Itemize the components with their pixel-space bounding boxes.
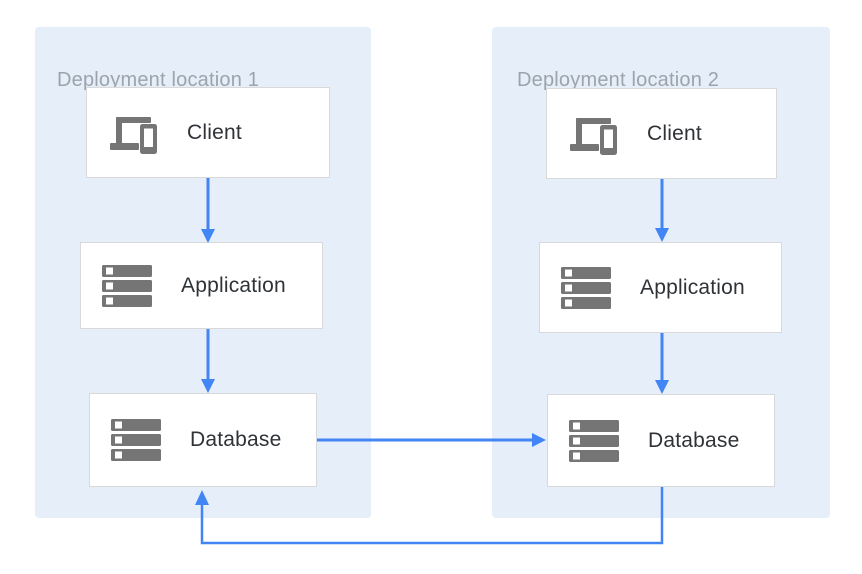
storage-icon bbox=[110, 419, 162, 461]
storage-icon bbox=[101, 264, 153, 307]
node-label: Client bbox=[647, 121, 702, 145]
node-client-2: Client bbox=[546, 88, 777, 179]
deployment-location-1-panel: Deployment location 1 Client bbox=[35, 27, 371, 518]
node-label: Application bbox=[181, 273, 286, 297]
deployment-location-2-panel: Deployment location 2 Client bbox=[492, 27, 830, 518]
node-application-2: Application bbox=[539, 242, 782, 333]
node-label: Application bbox=[640, 275, 745, 299]
node-label: Client bbox=[187, 120, 242, 144]
node-label: Database bbox=[190, 428, 282, 451]
node-database-2: Database bbox=[547, 394, 775, 487]
storage-icon bbox=[560, 266, 612, 309]
node-database-1: Database bbox=[89, 393, 317, 487]
storage-icon bbox=[568, 419, 620, 462]
deployment-location-1-label: Deployment location 1 bbox=[57, 69, 260, 91]
node-client-1: Client bbox=[86, 87, 330, 178]
deployment-location-2-label: Deployment location 2 bbox=[517, 69, 720, 91]
devices-icon bbox=[567, 113, 619, 155]
node-label: Database bbox=[648, 428, 740, 452]
devices-icon bbox=[107, 112, 159, 154]
node-application-1: Application bbox=[80, 242, 323, 329]
